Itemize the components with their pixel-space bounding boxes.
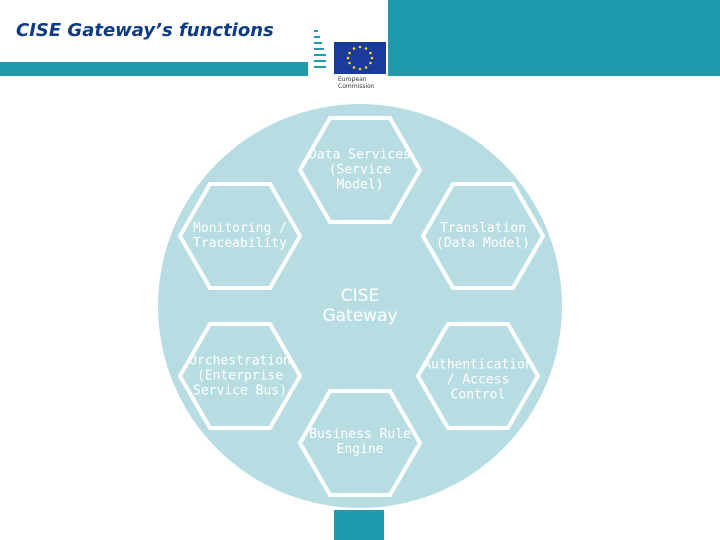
center-label-line1: CISE [340, 286, 380, 306]
bottom-strip [334, 510, 384, 540]
hexagon-business-rule [297, 389, 423, 497]
hexagon-label-line: (Service [328, 162, 392, 178]
hexagon-label-line: (Data Model) [436, 236, 530, 251]
hexagon-label-line: Traceability [193, 236, 287, 251]
hexagon-label-line: Authentication [423, 357, 533, 373]
title-box: CISE Gateway’s functions [0, 0, 308, 62]
hexagon-label-line: / Access [446, 372, 510, 388]
hexagon-authentication [415, 322, 541, 430]
hexagon-label-line: Business Rule [309, 427, 411, 442]
hexagon-monitoring [177, 182, 303, 290]
hexagon-label-translation: Translation(Data Model) [436, 221, 530, 251]
hexagon-label-line: Translation [439, 221, 527, 236]
slide-title: CISE Gateway’s functions [16, 20, 274, 41]
hexagon-label-line: Model) [336, 177, 384, 193]
hexagon-label-line: Monitoring / [193, 221, 287, 236]
hexagon-label-line: (Enterprise [196, 368, 284, 384]
logo-text-line1: European [338, 76, 367, 83]
hexagon-label-line: Engine [336, 442, 384, 457]
logo-text-line2: Commission [338, 83, 375, 90]
hexagon-label-line: Service Bus) [193, 383, 287, 399]
hexagon-label-line: Orchestration [189, 353, 291, 369]
hexagon-data-services [297, 116, 423, 224]
hexagon-label-monitoring: Monitoring /Traceability [193, 221, 287, 251]
logo-text: European Commission [338, 76, 398, 90]
hexagon-label-line: Control [450, 387, 506, 403]
hexagon-orchestration [177, 322, 303, 430]
center-label-line2: Gateway [322, 306, 398, 326]
hexagon-translation [420, 182, 546, 290]
center-label: CISE Gateway [322, 286, 397, 326]
hexagon-label-line: Data Services [309, 147, 411, 163]
